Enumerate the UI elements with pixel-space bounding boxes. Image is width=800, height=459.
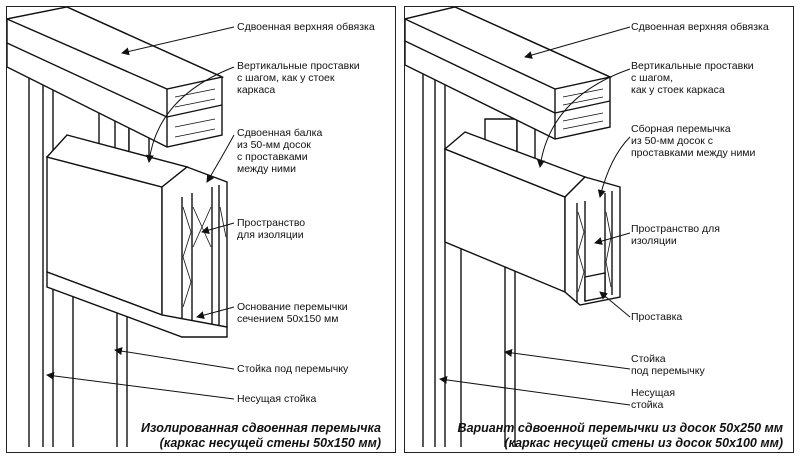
label-sill: Основание перемычки сечением 50x150 мм [237,301,348,325]
right-caption: Вариант сдвоенной перемычки из досок 50x… [457,421,783,450]
label-king-stud: Несущая стойка [631,387,676,411]
label-insulation: Пространство для изоляции [631,223,720,247]
label-jack-stud: Стойка под перемычку [237,363,349,375]
label-jack-stud: Стойка под перемычку [631,353,705,377]
label-king-stud: Несущая стойка [237,393,317,405]
header-box-shape [443,131,621,306]
label-spacer: Проставка [631,311,683,323]
label-insulation: Пространство для изоляции [237,217,306,241]
left-diagram-panel: Сдвоенная верхняя обвязка Вертикальные п… [6,6,396,453]
spacer-shape [584,272,606,302]
right-diagram-panel: Сдвоенная верхняя обвязка Вертикальные п… [404,6,794,453]
label-top-plate: Сдвоенная верхняя обвязка [631,21,769,33]
label-cripples: Вертикальные проставки с шагом, как у ст… [631,60,754,96]
header-box-shape [45,134,228,338]
sill-shape [46,270,228,338]
left-framing-drawing [7,7,235,447]
left-caption: Изолированная сдвоенная перемычка (карка… [141,421,381,450]
top-plate-shape [7,7,225,148]
king-stud-shape [422,47,446,447]
right-framing-drawing [405,7,631,447]
top-plate-shape [405,7,613,140]
label-header: Сборная перемычка из 50-мм досок с прост… [631,123,756,159]
jack-stud-shape [460,227,516,447]
label-top-plate: Сдвоенная верхняя обвязка [237,21,375,33]
label-cripples: Вертикальные проставки с шагом, как у ст… [237,60,360,96]
label-header: Сдвоенная балка из 50-мм досок с простав… [237,127,323,175]
